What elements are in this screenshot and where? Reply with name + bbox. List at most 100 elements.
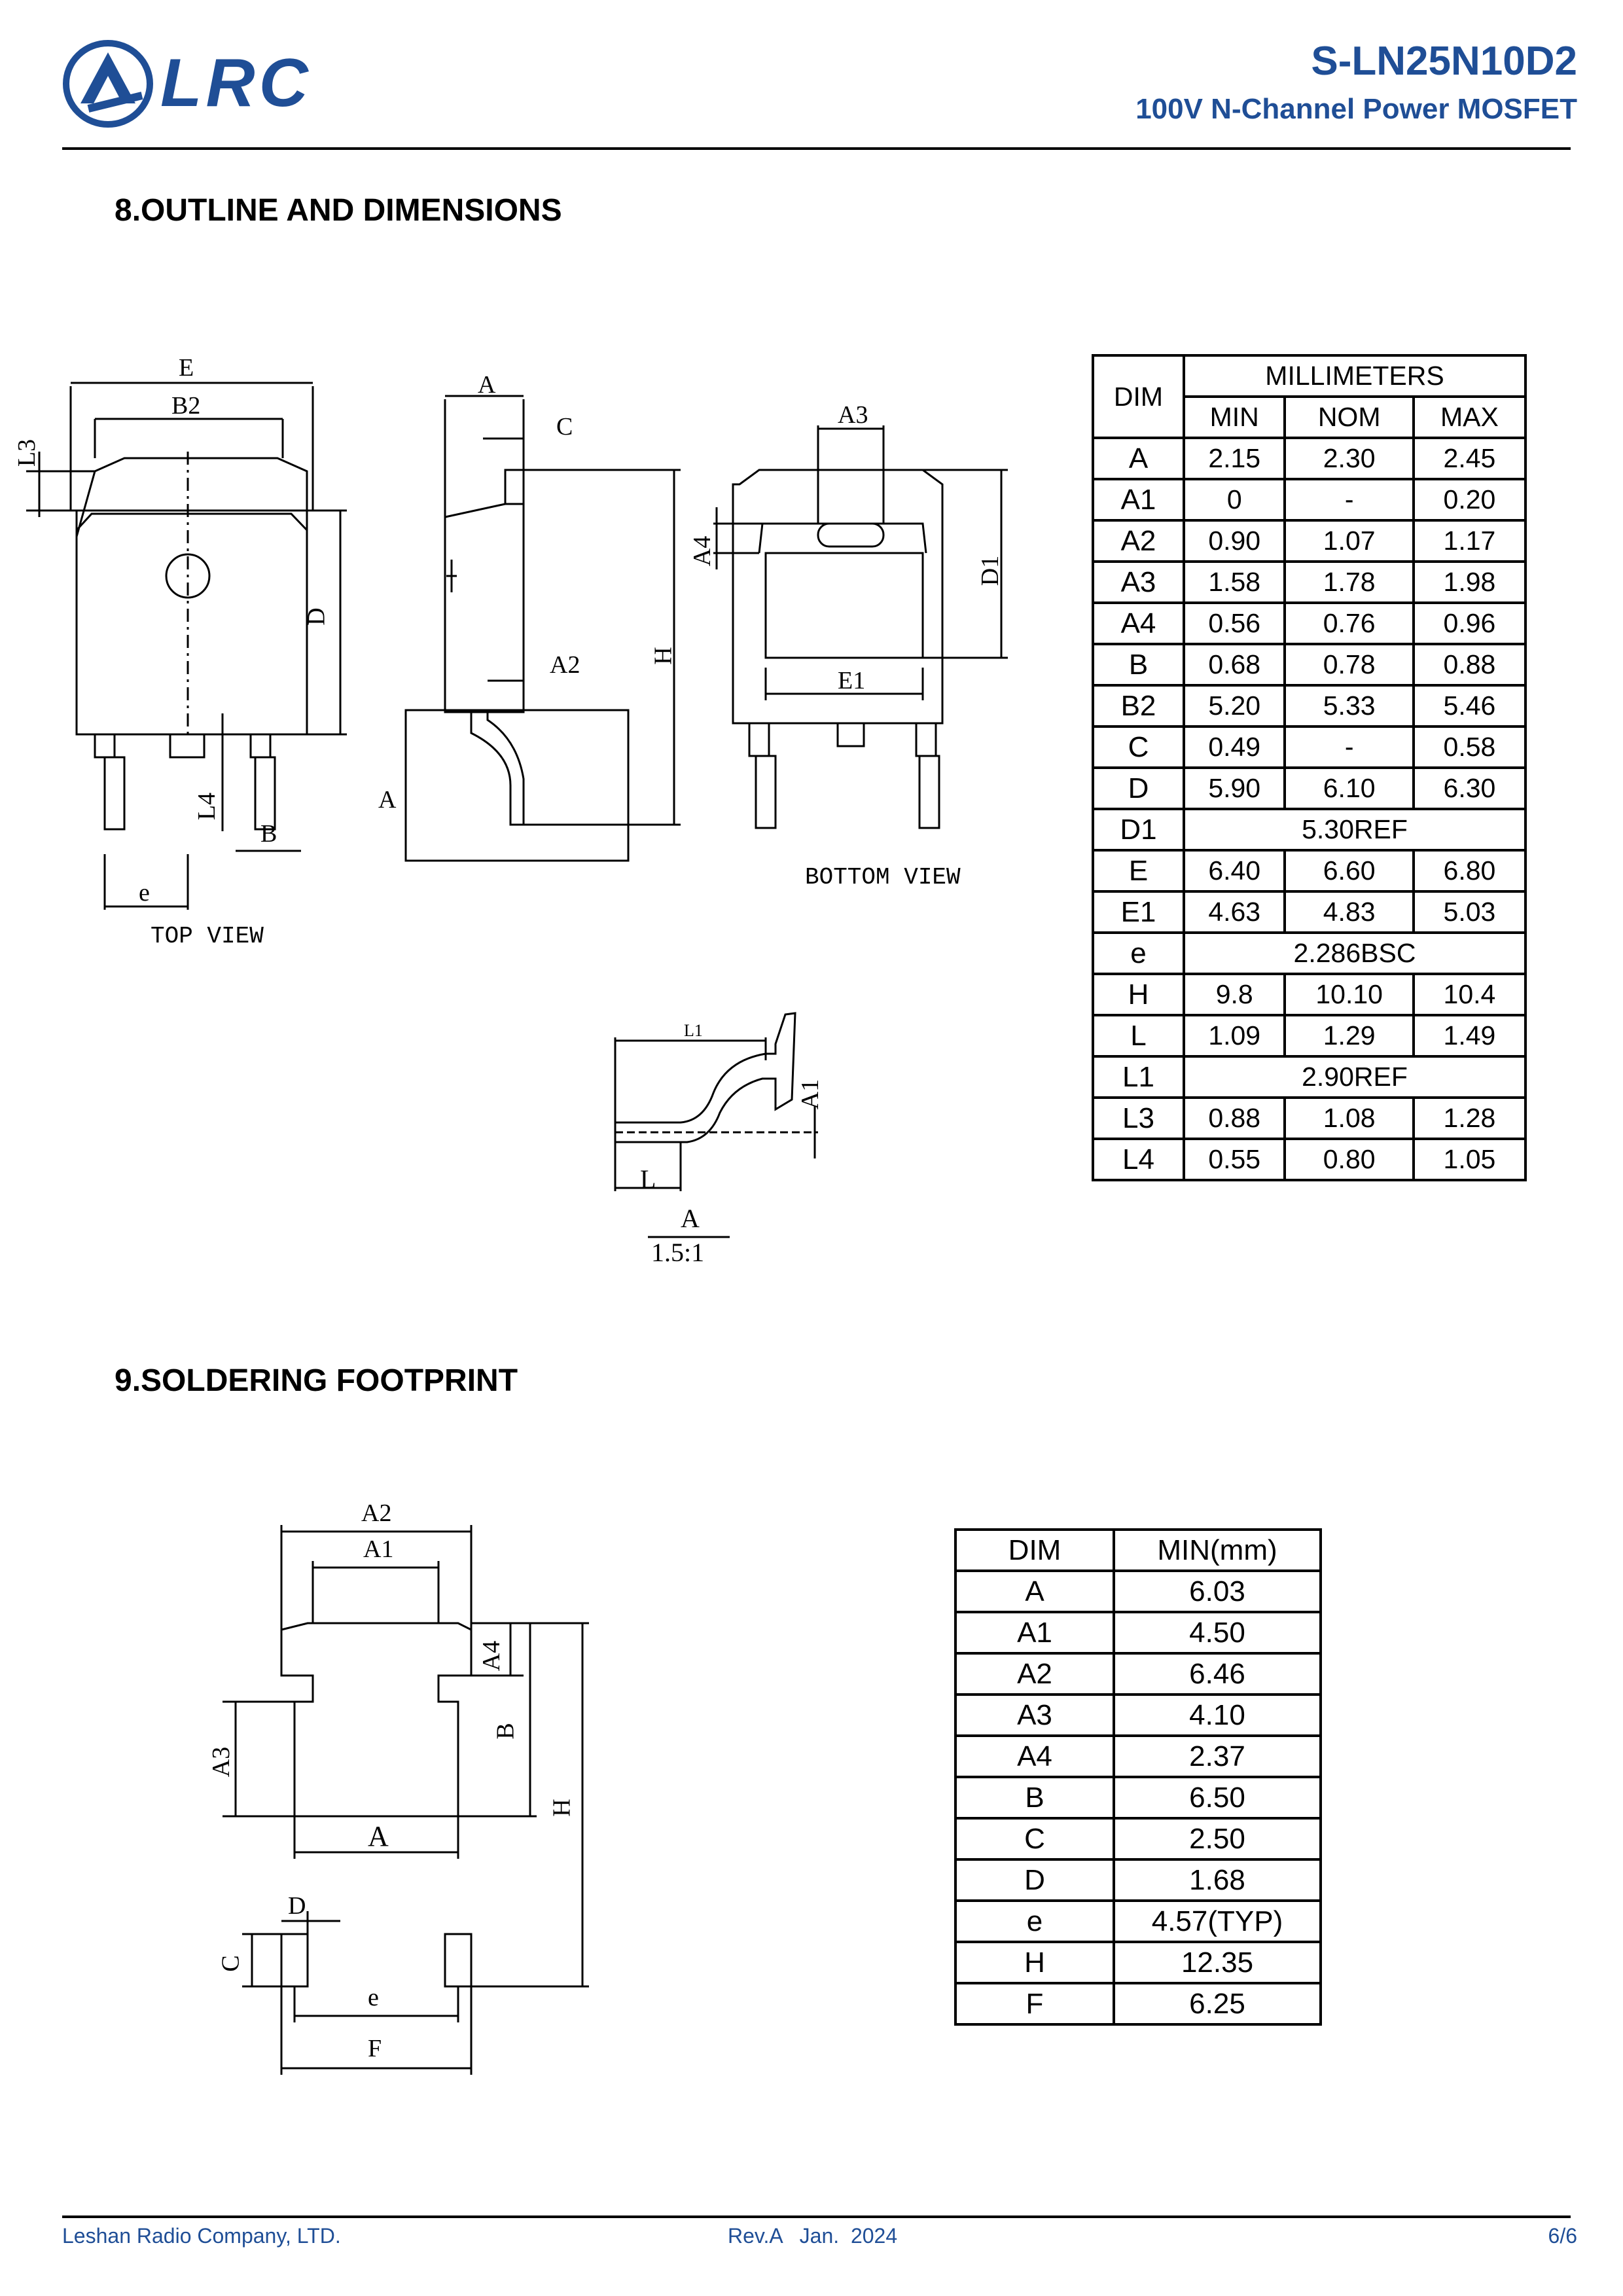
row-min-cell: 0 bbox=[1182, 478, 1287, 522]
row-dim-cell: e bbox=[954, 1899, 1115, 1943]
row-nom-cell: 2.30 bbox=[1283, 437, 1415, 480]
table-col-max: MAX bbox=[1412, 395, 1527, 439]
fp-label-F: F bbox=[368, 2035, 382, 2062]
row-nom-cell: 1.29 bbox=[1283, 1014, 1415, 1058]
label-B: B bbox=[260, 820, 277, 848]
row-dim-cell: A bbox=[954, 1570, 1115, 1613]
row-dim-cell: E1 bbox=[1092, 890, 1185, 934]
row-dim-cell: A2 bbox=[1092, 519, 1185, 563]
footer-company: Leshan Radio Company, LTD. bbox=[62, 2224, 341, 2248]
row-max-cell: 5.46 bbox=[1412, 684, 1527, 728]
row-dim-cell: B bbox=[1092, 643, 1185, 687]
row-dim-cell: A bbox=[1092, 437, 1185, 480]
row-nom-cell: 1.07 bbox=[1283, 519, 1415, 563]
row-max-cell: 6.80 bbox=[1412, 849, 1527, 893]
fp-label-A: A bbox=[368, 1820, 389, 1852]
fp-table-value-header: MIN(mm) bbox=[1113, 1528, 1322, 1572]
top-view-label: TOP VIEW bbox=[151, 923, 264, 950]
row-value-cell: 2.37 bbox=[1113, 1734, 1322, 1778]
row-max-cell: 0.96 bbox=[1412, 601, 1527, 645]
row-min-cell: 4.63 bbox=[1182, 890, 1287, 934]
row-nom-cell: 1.78 bbox=[1283, 560, 1415, 604]
row-min-cell: 1.58 bbox=[1182, 560, 1287, 604]
table-dim-header: DIM bbox=[1092, 354, 1185, 439]
row-value-cell: 2.50 bbox=[1113, 1817, 1322, 1861]
fp-label-A4: A4 bbox=[478, 1640, 506, 1672]
label-D1: D1 bbox=[976, 555, 1005, 586]
outline-drawing: E B2 L3 D L4 B e TOP VIEW A C A2 H A A3 … bbox=[0, 340, 1047, 1289]
row-nom-cell: 0.80 bbox=[1283, 1138, 1415, 1181]
fp-label-A1: A1 bbox=[363, 1535, 394, 1563]
row-nom-cell: 0.78 bbox=[1283, 643, 1415, 687]
row-min-cell: 0.88 bbox=[1182, 1096, 1287, 1140]
footer-divider bbox=[62, 2215, 1571, 2218]
row-value-cell: 1.68 bbox=[1113, 1858, 1322, 1902]
footer-page: 6/6 bbox=[1548, 2224, 1577, 2248]
row-nom-cell: 10.10 bbox=[1283, 973, 1415, 1016]
part-subtitle: 100V N-Channel Power MOSFET bbox=[1135, 93, 1577, 125]
row-value-cell: 4.10 bbox=[1113, 1693, 1322, 1737]
fp-label-D: D bbox=[288, 1892, 306, 1920]
row-dim-cell: B bbox=[954, 1776, 1115, 1820]
label-e: e bbox=[139, 879, 150, 906]
side-view-drawing bbox=[404, 395, 681, 862]
label-C: C bbox=[556, 413, 573, 440]
row-min-cell: 2.15 bbox=[1182, 437, 1287, 480]
top-view-drawing bbox=[26, 382, 347, 910]
row-min-cell: 0.90 bbox=[1182, 519, 1287, 563]
row-max-cell: 1.17 bbox=[1412, 519, 1527, 563]
footprint-drawing: A2 A1 A4 B H A3 A D C e F bbox=[196, 1499, 589, 2088]
fp-table-dim-header: DIM bbox=[954, 1528, 1115, 1572]
row-dim-cell: D1 bbox=[1092, 808, 1185, 852]
table-group-header: MILLIMETERS bbox=[1183, 354, 1527, 398]
label-L4: L4 bbox=[193, 792, 221, 821]
part-number: S-LN25N10D2 bbox=[1311, 39, 1577, 84]
label-A1: A1 bbox=[796, 1079, 825, 1110]
label-L3: L3 bbox=[13, 439, 41, 467]
row-nom-cell: 0.76 bbox=[1283, 601, 1415, 645]
row-span-cell: 2.90REF bbox=[1183, 1055, 1527, 1099]
label-A4: A4 bbox=[688, 535, 717, 567]
row-min-cell: 0.56 bbox=[1182, 601, 1287, 645]
row-dim-cell: e bbox=[1092, 931, 1185, 975]
row-value-cell: 6.03 bbox=[1113, 1570, 1322, 1613]
row-nom-cell: 4.83 bbox=[1283, 890, 1415, 934]
row-min-cell: 0.68 bbox=[1182, 643, 1287, 687]
row-min-cell: 6.40 bbox=[1182, 849, 1287, 893]
bottom-view-drawing bbox=[713, 425, 1008, 829]
label-A2: A2 bbox=[550, 651, 580, 679]
row-dim-cell: L3 bbox=[1092, 1096, 1185, 1140]
row-dim-cell: A1 bbox=[1092, 478, 1185, 522]
row-min-cell: 1.09 bbox=[1182, 1014, 1287, 1058]
row-nom-cell: 6.60 bbox=[1283, 849, 1415, 893]
row-max-cell: 1.28 bbox=[1412, 1096, 1527, 1140]
row-min-cell: 0.49 bbox=[1182, 725, 1287, 769]
row-value-cell: 4.57(TYP) bbox=[1113, 1899, 1322, 1943]
row-value-cell: 6.25 bbox=[1113, 1982, 1322, 2026]
row-max-cell: 6.30 bbox=[1412, 766, 1527, 810]
footer-revision: Rev.A Jan. 2024 bbox=[728, 2224, 898, 2248]
row-dim-cell: L1 bbox=[1092, 1055, 1185, 1099]
row-max-cell: 0.20 bbox=[1412, 478, 1527, 522]
row-max-cell: 1.05 bbox=[1412, 1138, 1527, 1181]
detail-a-drawing bbox=[614, 1012, 818, 1238]
row-value-cell: 6.46 bbox=[1113, 1652, 1322, 1696]
row-max-cell: 10.4 bbox=[1412, 973, 1527, 1016]
